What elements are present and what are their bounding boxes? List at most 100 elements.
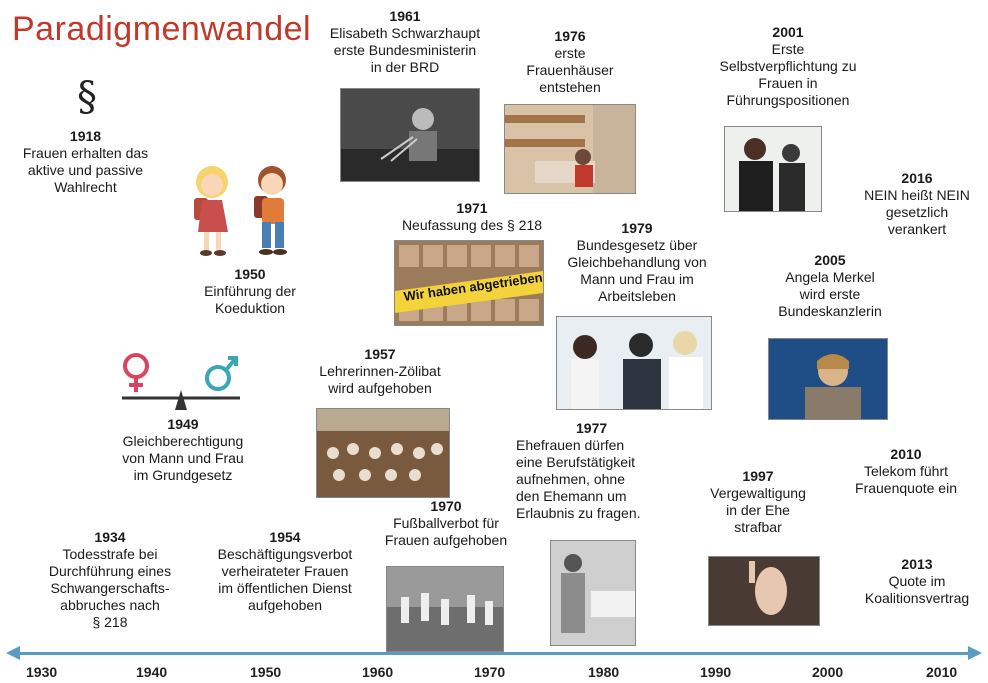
event-text: verheirateter Frauen xyxy=(221,563,349,579)
event-text: von Mann und Frau xyxy=(122,450,244,466)
event-1950: 1950 Einführung der Koeduktion xyxy=(180,266,320,317)
axis-tick-label: 1950 xyxy=(250,664,282,680)
event-1976: 1976 erste Frauenhäuser entstehen xyxy=(500,28,640,96)
photo-businesswoman xyxy=(724,126,822,212)
event-text: Bundeskanzlerin xyxy=(778,303,882,319)
event-1918: 1918 Frauen erhalten das aktive und pass… xyxy=(8,128,163,196)
event-text: gesetzlich xyxy=(885,204,949,220)
event-year: 1971 xyxy=(456,200,488,216)
event-text: im öffentlichen Dienst xyxy=(218,580,352,596)
event-text: entstehen xyxy=(539,79,601,95)
event-text: Ehefrauen dürfen xyxy=(516,437,625,453)
event-year: 2013 xyxy=(901,556,933,572)
event-year: 2001 xyxy=(772,24,804,40)
photo-chancellor xyxy=(768,338,888,420)
event-text: verankert xyxy=(887,221,947,237)
event-text: Schwangerschafts- xyxy=(50,580,170,596)
event-year: 1954 xyxy=(269,529,301,545)
event-text: Quote im xyxy=(888,573,946,589)
event-text: eine Berufstätigkeit xyxy=(516,454,636,470)
event-1957: 1957 Lehrerinnen-Zölibat wird aufgehoben xyxy=(300,346,460,397)
female-symbol-icon xyxy=(123,353,149,392)
event-text: aufgehoben xyxy=(248,597,322,613)
event-text: Wahlrecht xyxy=(54,179,117,195)
event-year: 2005 xyxy=(814,252,846,268)
photo-classroom xyxy=(316,408,450,498)
event-1979: 1979 Bundesgesetz über Gleichbehandlung … xyxy=(548,220,726,305)
timeline-arrow-right-icon xyxy=(968,646,982,660)
schoolchildren-illustration xyxy=(194,166,287,256)
event-text: Einführung der xyxy=(204,283,296,299)
paragraph-icon: § xyxy=(77,74,97,120)
event-text: abbruches nach xyxy=(60,597,160,613)
event-text: strafbar xyxy=(734,519,782,535)
event-2005: 2005 Angela Merkel wird erste Bundeskanz… xyxy=(756,252,904,320)
event-text: Gleichbehandlung von xyxy=(567,254,707,270)
event-1949: 1949 Gleichberechtigung von Mann und Fra… xyxy=(108,416,258,484)
event-year: 1961 xyxy=(389,8,421,24)
photo-stop-hand xyxy=(708,556,820,626)
event-year: 1979 xyxy=(621,220,653,236)
event-1997: 1997 Vergewaltigung in der Ehe strafbar xyxy=(696,468,820,536)
axis-tick-label: 1930 xyxy=(26,664,58,680)
event-text: den Ehemann um xyxy=(516,488,627,504)
event-text: Frauen in xyxy=(758,75,818,91)
event-text: Arbeitsleben xyxy=(598,288,676,304)
event-text: Gleichberechtigung xyxy=(122,433,244,449)
event-year: 1977 xyxy=(576,420,608,436)
event-year: 1970 xyxy=(430,498,462,514)
boy-figure xyxy=(254,166,287,255)
event-year: 1934 xyxy=(94,529,126,545)
event-text: Selbstverpflichtung zu xyxy=(719,58,857,74)
event-year: 1976 xyxy=(554,28,586,44)
event-year: 1949 xyxy=(167,416,199,432)
axis-tick-label: 2010 xyxy=(926,664,958,680)
event-text: in der BRD xyxy=(370,59,440,75)
girl-figure xyxy=(194,166,228,256)
event-text: Beschäftigungsverbot xyxy=(217,546,353,562)
event-text: Erste xyxy=(771,41,805,57)
photo-minister-speech xyxy=(340,88,480,182)
event-text: Frauenhäuser xyxy=(526,62,614,78)
timeline-axis xyxy=(14,652,974,655)
event-year: 2010 xyxy=(890,446,922,462)
event-text: wird aufgehoben xyxy=(328,380,432,396)
event-text: erste Bundesministerin xyxy=(333,42,477,58)
event-text: in der Ehe xyxy=(726,502,790,518)
axis-tick-label: 2000 xyxy=(812,664,844,680)
event-1961: 1961 Elisabeth Schwarzhaupt erste Bundes… xyxy=(310,8,500,76)
event-year: 1918 xyxy=(69,128,102,144)
male-symbol-icon xyxy=(205,356,238,391)
event-text: Erlaubnis zu fragen. xyxy=(516,505,641,521)
timeline-arrow-left-icon xyxy=(6,646,20,660)
event-text: Mann und Frau im xyxy=(580,271,694,287)
event-year: 1957 xyxy=(364,346,396,362)
photo-womens-shelter xyxy=(504,104,636,194)
photo-housewife-kitchen xyxy=(550,540,636,646)
photo-magazine-cover: Wir haben abgetrieben! xyxy=(394,240,544,326)
axis-tick-label: 1960 xyxy=(362,664,394,680)
event-text: Vergewaltigung xyxy=(710,485,806,501)
axis-tick-label: 1970 xyxy=(474,664,506,680)
event-text: Durchführung eines xyxy=(48,563,172,579)
event-1971: 1971 Neufassung des § 218 xyxy=(382,200,562,234)
event-text: Frauenquote ein xyxy=(855,480,957,496)
photo-womens-football xyxy=(386,566,504,652)
event-text: Frauen aufgehoben xyxy=(384,532,508,548)
event-text: Neufassung des § 218 xyxy=(401,217,543,233)
event-1934: 1934 Todesstrafe bei Durchführung eines … xyxy=(30,529,190,631)
gender-balance-icon xyxy=(122,353,240,410)
event-1954: 1954 Beschäftigungsverbot verheirateter … xyxy=(200,529,370,614)
page-title: Paradigmenwandel xyxy=(12,10,312,48)
event-text: Koeduktion xyxy=(214,300,286,316)
event-text: Frauen erhalten das xyxy=(22,145,149,161)
event-text: Elisabeth Schwarzhaupt xyxy=(329,25,481,41)
event-text: Angela Merkel xyxy=(785,269,875,285)
event-text: Telekom führt xyxy=(863,463,949,479)
event-2013: 2013 Quote im Koalitionsvertrag xyxy=(852,556,982,607)
event-text: im Grundgesetz xyxy=(133,467,233,483)
axis-tick-label: 1990 xyxy=(700,664,732,680)
event-text: NEIN heißt NEIN xyxy=(864,187,970,203)
event-text: aufnehmen, ohne xyxy=(516,471,625,487)
event-text: Fußballverbot für xyxy=(393,515,499,531)
